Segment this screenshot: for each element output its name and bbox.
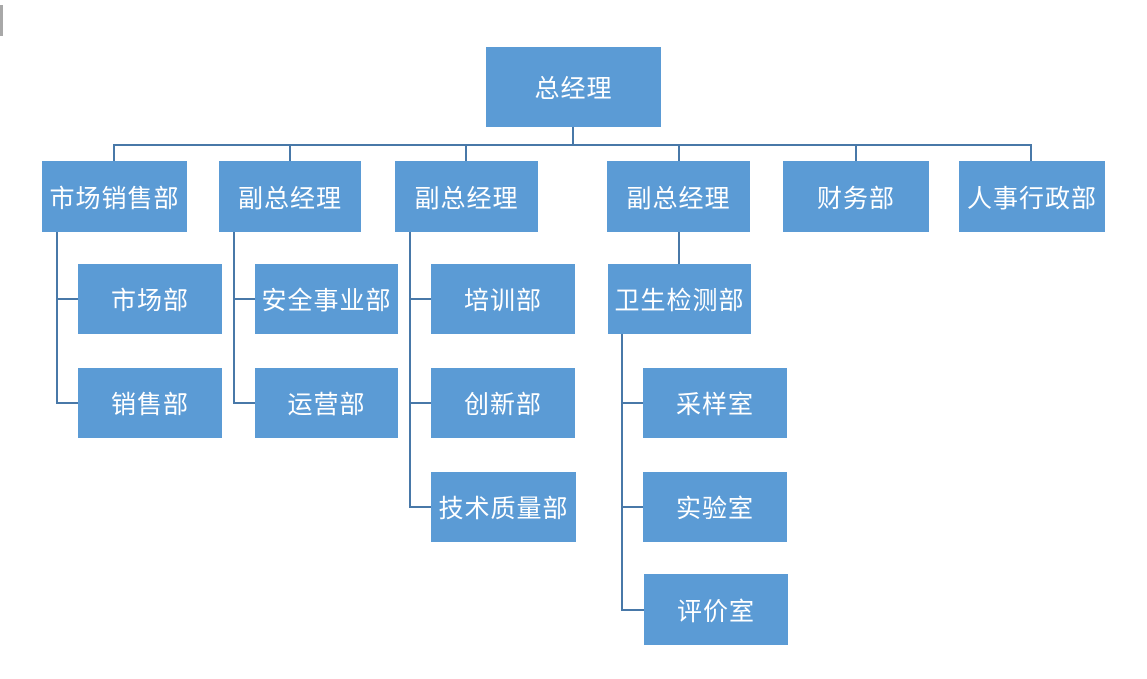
- org-node-label: 副总经理: [626, 183, 731, 213]
- org-node-deputy-gm-1[interactable]: 副总经理: [219, 161, 361, 232]
- org-node-deputy-gm-3[interactable]: 副总经理: [607, 161, 750, 232]
- org-node-health-inspection-dept[interactable]: 卫生检测部: [608, 264, 751, 334]
- org-node-label: 创新部: [463, 390, 542, 419]
- org-node-label: 副总经理: [237, 183, 342, 213]
- org-node-safety-business-dept[interactable]: 安全事业部: [255, 264, 398, 334]
- org-node-deputy-gm-2[interactable]: 副总经理: [395, 161, 538, 232]
- org-node-laboratory[interactable]: 实验室: [643, 472, 787, 542]
- org-node-label: 评价室: [676, 596, 755, 626]
- org-node-general-manager[interactable]: 总经理: [486, 47, 661, 127]
- org-node-hr-admin-dept[interactable]: 人事行政部: [959, 161, 1105, 232]
- org-node-label: 技术质量部: [438, 494, 569, 523]
- org-node-training-dept[interactable]: 培训部: [431, 264, 575, 334]
- org-node-finance-dept[interactable]: 财务部: [783, 161, 929, 232]
- connector-stub-hr-admin: [1030, 144, 1032, 162]
- connector-deputy1-trunk: [233, 232, 235, 404]
- connector-stub-deputy-gm-2: [465, 144, 467, 162]
- org-node-label: 培训部: [463, 286, 542, 315]
- org-node-label: 市场销售部: [49, 183, 180, 213]
- org-node-innovation-dept[interactable]: 创新部: [431, 368, 575, 438]
- connector-elbow-tech-quality-dept: [409, 506, 431, 508]
- connector-deputy3-drop: [678, 232, 680, 265]
- connector-root-drop: [572, 127, 574, 146]
- connector-elbow-safety-dept: [233, 298, 255, 300]
- connector-elbow-sampling-room: [621, 402, 643, 404]
- org-node-label: 安全事业部: [261, 286, 392, 315]
- org-node-evaluation-room[interactable]: 评价室: [644, 574, 788, 645]
- connector-elbow-evaluation-room: [621, 609, 644, 611]
- connector-elbow-laboratory: [621, 506, 643, 508]
- org-node-sales-dept[interactable]: 销售部: [78, 368, 222, 438]
- org-node-label: 采样室: [675, 390, 754, 419]
- org-node-label: 总经理: [534, 74, 613, 103]
- page-edge-fragment: [0, 5, 3, 36]
- connector-stub-deputy-gm-1: [289, 144, 291, 162]
- org-node-market-dept[interactable]: 市场部: [78, 264, 222, 334]
- connector-level2-rail: [113, 144, 1032, 146]
- org-node-label: 副总经理: [414, 183, 519, 213]
- org-node-label: 销售部: [110, 390, 189, 419]
- connector-elbow-training-dept: [409, 298, 431, 300]
- connector-elbow-operations-dept: [233, 402, 255, 404]
- org-node-sampling-room[interactable]: 采样室: [643, 368, 787, 438]
- org-node-marketing-sales-dept[interactable]: 市场销售部: [42, 161, 187, 232]
- org-node-label: 实验室: [675, 494, 754, 523]
- connector-marketing-sales-trunk: [56, 232, 58, 404]
- org-node-tech-quality-dept[interactable]: 技术质量部: [431, 472, 576, 542]
- connector-elbow-market-dept: [56, 298, 78, 300]
- connector-health-inspection-trunk: [621, 334, 623, 611]
- org-node-label: 市场部: [110, 286, 189, 315]
- connector-stub-deputy-gm-3: [678, 144, 680, 162]
- org-node-label: 卫生检测部: [614, 286, 745, 315]
- connector-deputy2-trunk: [409, 232, 411, 508]
- org-node-label: 人事行政部: [966, 183, 1097, 213]
- org-node-label: 运营部: [287, 390, 366, 419]
- connector-elbow-innovation-dept: [409, 402, 431, 404]
- org-node-label: 财务部: [816, 183, 895, 213]
- connector-elbow-sales-dept: [56, 402, 78, 404]
- org-node-operations-dept[interactable]: 运营部: [255, 368, 398, 438]
- connector-stub-marketing-sales: [113, 144, 115, 162]
- connector-stub-finance: [855, 144, 857, 162]
